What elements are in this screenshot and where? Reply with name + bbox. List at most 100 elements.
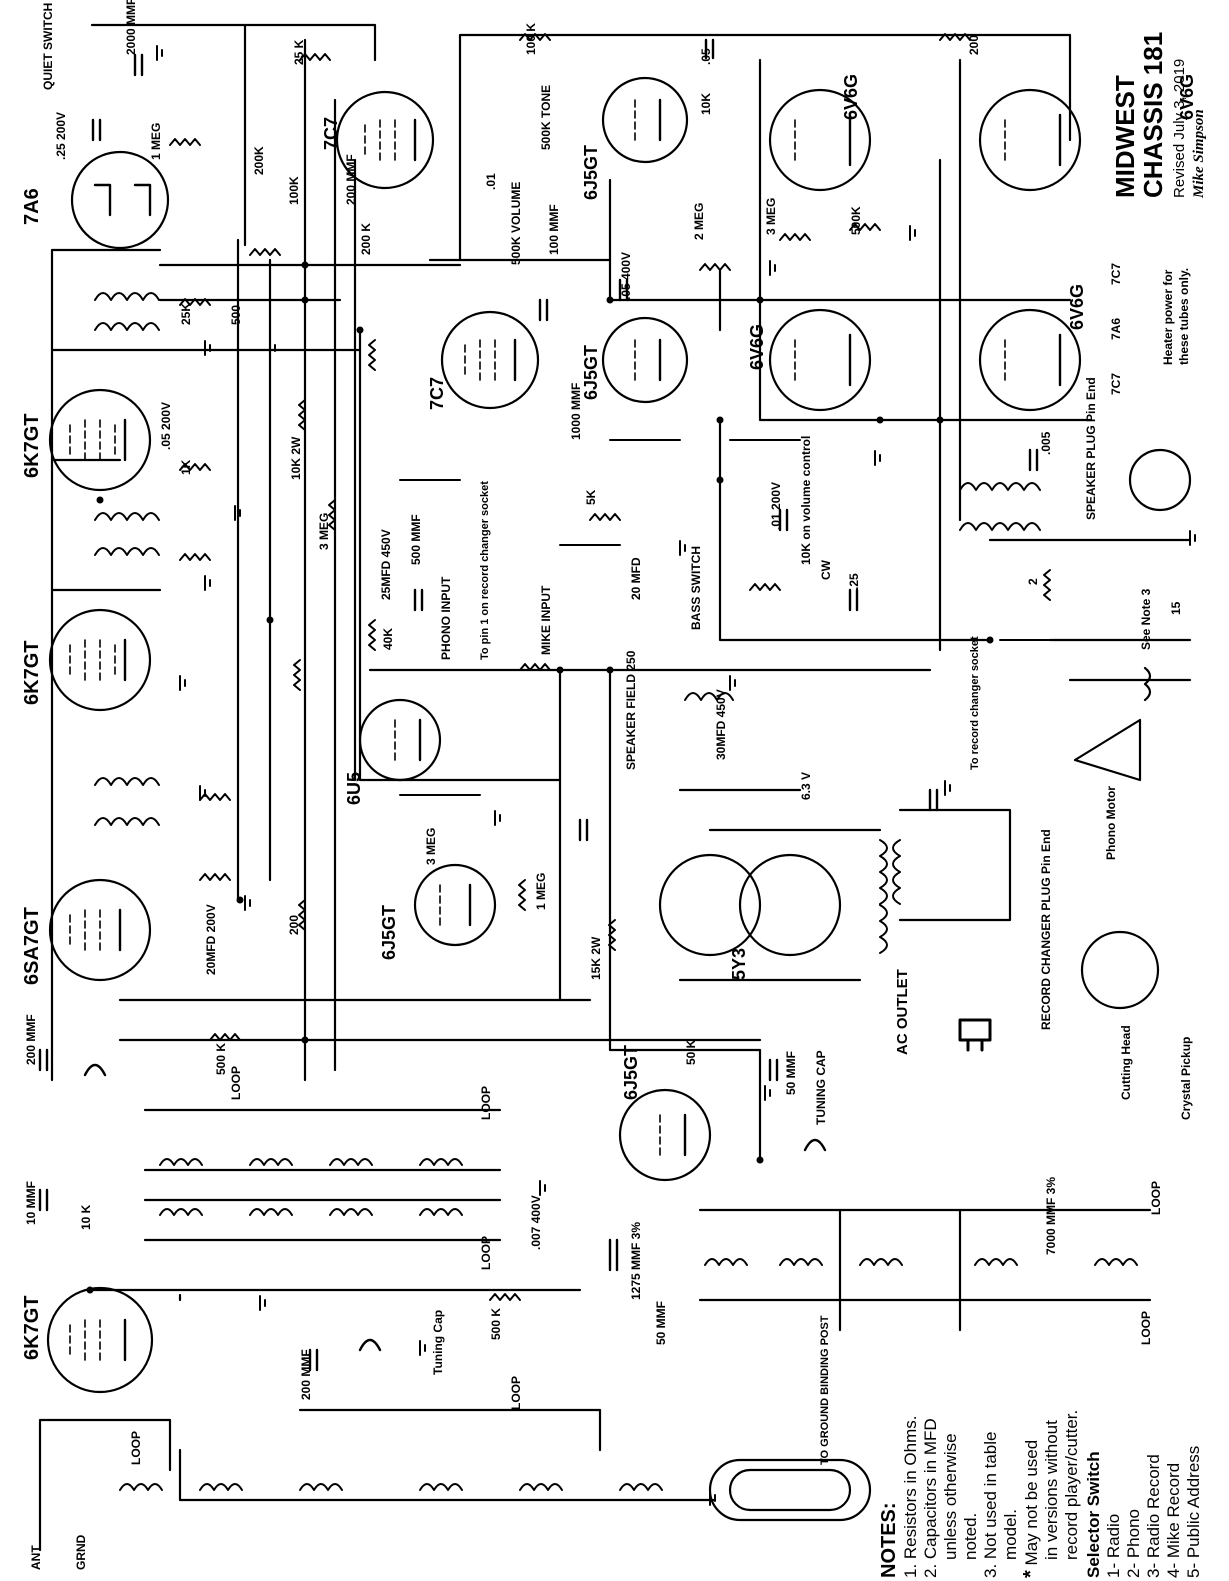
c05-top-label: .05 <box>699 48 713 65</box>
r2meg-label: 2 MEG <box>692 202 706 240</box>
note-4c: record player/cutter. <box>1062 1409 1081 1560</box>
tube-6V6G-3 <box>768 308 872 412</box>
r200-top-label: 200 <box>967 34 981 55</box>
c500mmf-label: 500 MMF <box>409 514 423 565</box>
coil-if-3 <box>94 777 160 826</box>
wire-horizontal-1 <box>158 263 462 352</box>
notes-block: NOTES: 1. Resistors in Ohms. 2. Capacito… <box>878 1018 1208 1578</box>
r1k-label: 1K <box>179 459 193 475</box>
r15k-2w-label: 15K 2W <box>589 936 603 980</box>
ant-label: ANT <box>29 1545 43 1570</box>
note-3b: model. <box>1001 1508 1020 1560</box>
r10k-vol-label: 10K on volume control <box>799 435 813 565</box>
tuning-cap-label: TUNING CAP <box>814 1050 828 1125</box>
r500k-b-label: 500 K <box>489 1307 503 1340</box>
r200k-b-label: 200 K <box>359 222 373 255</box>
selector-3: 3- Radio Record <box>1144 1454 1163 1578</box>
power-plug <box>958 1018 992 1052</box>
r3meg-label: 3 MEG <box>764 197 778 235</box>
resistor-vertical-zigzags <box>293 339 1051 951</box>
r25k-label: 25 K <box>292 39 306 65</box>
wire-rf-left <box>50 248 162 1082</box>
c20mfd-200-label: 20MFD 200V <box>204 904 218 975</box>
rec-changer-plug-label: RECORD CHANGER PLUG Pin End <box>1039 829 1053 1030</box>
resistor-zigzags <box>169 33 971 1301</box>
note-4a: May not be used <box>1022 1439 1041 1566</box>
r2-label: 2 <box>1026 578 1040 585</box>
coil-if-1 <box>94 292 160 331</box>
r15-label: 15 <box>1169 601 1183 615</box>
c1000mmf-label: 1000 MMF <box>569 382 583 440</box>
tube-5Y3-a <box>658 853 762 957</box>
tube-6J5GT-mid <box>601 316 689 404</box>
note-1: 1. Resistors in Ohms. <box>901 1415 920 1579</box>
tube-6V6G-2 <box>978 88 1082 192</box>
c01-200-label: .01 200V <box>769 481 783 530</box>
tube-7A6 <box>70 150 170 250</box>
r1meg-label: 1 MEG <box>149 122 163 160</box>
r200k-label: 200K <box>252 146 266 175</box>
coil-output-transformer <box>959 482 1041 531</box>
tube-7C7-mid <box>440 310 540 410</box>
phono-motor-label: Phono Motor <box>1104 786 1118 860</box>
speaker-field-label: SPEAKER FIELD 250 <box>624 650 638 770</box>
note-4b: in versions without <box>1042 1420 1061 1560</box>
r1meg-b-label: 1 MEG <box>534 872 548 910</box>
r500k-tone-label: 500K TONE <box>539 84 553 150</box>
c25-speaker-label: .25 <box>847 573 861 590</box>
see-note3-label: See Note 3 <box>1139 588 1153 650</box>
tuning-cap-symbols <box>83 1063 827 1352</box>
tube-6V6G-4 <box>978 308 1082 412</box>
coil-speaker-field <box>684 692 734 701</box>
tube-label-6K7GT-2: 6K7GT <box>21 640 43 705</box>
note-2c: noted. <box>961 1512 980 1560</box>
coil-osc-row-1 <box>159 1158 463 1166</box>
c007-label: .007 400V <box>529 1195 543 1250</box>
pin1-label: To pin 1 on record changer socket <box>479 481 491 660</box>
r3meg-b-label: 3 MEG <box>317 512 331 550</box>
speaker-plug-label: SPEAKER PLUG Pin End <box>1084 377 1098 520</box>
c10mmf-label: 10 MMF <box>24 1180 38 1225</box>
c005-label: .005 <box>1039 431 1053 455</box>
selector-2: 2- Phono <box>1124 1509 1143 1578</box>
wire-transformer <box>898 808 1012 922</box>
selector-5: 5- Public Address <box>1184 1445 1203 1578</box>
speaker-cone <box>1073 666 1152 782</box>
ground-symbols <box>156 45 1196 1506</box>
c30mfd-label: 30MFD 450V <box>714 689 728 760</box>
wire-rectifier <box>678 788 882 982</box>
record-changer-plug <box>1080 930 1160 1010</box>
r200-b-label: 200 <box>287 914 301 935</box>
cw-label: CW <box>819 560 833 580</box>
loop-label-2: LOOP <box>479 1085 493 1120</box>
r100k-top-label: 100 K <box>524 22 538 55</box>
wire-top-bus <box>90 23 1072 262</box>
selector-4: 4- Mike Record <box>1164 1462 1183 1578</box>
wire-audio-1 <box>428 178 1072 302</box>
tube-label-5Y3: 5Y3 <box>729 947 749 980</box>
coil-osc-row-2 <box>159 1208 463 1216</box>
wire-output <box>758 58 1092 652</box>
tuning-cap-b-label: Tuning Cap <box>431 1309 445 1375</box>
loop-label-1: LOOP <box>229 1065 243 1100</box>
switch-contacts <box>399 439 1081 796</box>
phono-input-label: PHONO INPUT <box>439 576 453 660</box>
c05-400-label: .05 400V <box>619 251 633 300</box>
loop-label-ant: LOOP <box>129 1430 143 1465</box>
author-signature: Mike Simpson <box>1191 109 1207 198</box>
r3meg-c-label: 3 MEG <box>424 827 438 865</box>
tube-5Y3-b <box>738 853 842 957</box>
tube-label-6SA7GT: 6SA7GT <box>21 907 43 985</box>
r25k-b-label: 25K <box>179 302 193 325</box>
loop-antenna <box>708 1458 872 1522</box>
c200mmf-in-label: 200 MMF <box>24 1014 38 1065</box>
r50k-label: 50 K <box>684 1039 698 1065</box>
r5k-label: 5K <box>584 489 598 505</box>
ground-post-label: TO GROUND BINDING POST <box>819 1315 831 1465</box>
c25mfd-label: 25MFD 450V <box>379 529 393 600</box>
coil-if-2 <box>94 512 160 556</box>
note-2a: 2. Capacitors in MFD <box>921 1418 940 1578</box>
bass-switch-label: BASS SWITCH <box>689 546 703 630</box>
r500k-in-label: 500 K <box>214 1042 228 1075</box>
